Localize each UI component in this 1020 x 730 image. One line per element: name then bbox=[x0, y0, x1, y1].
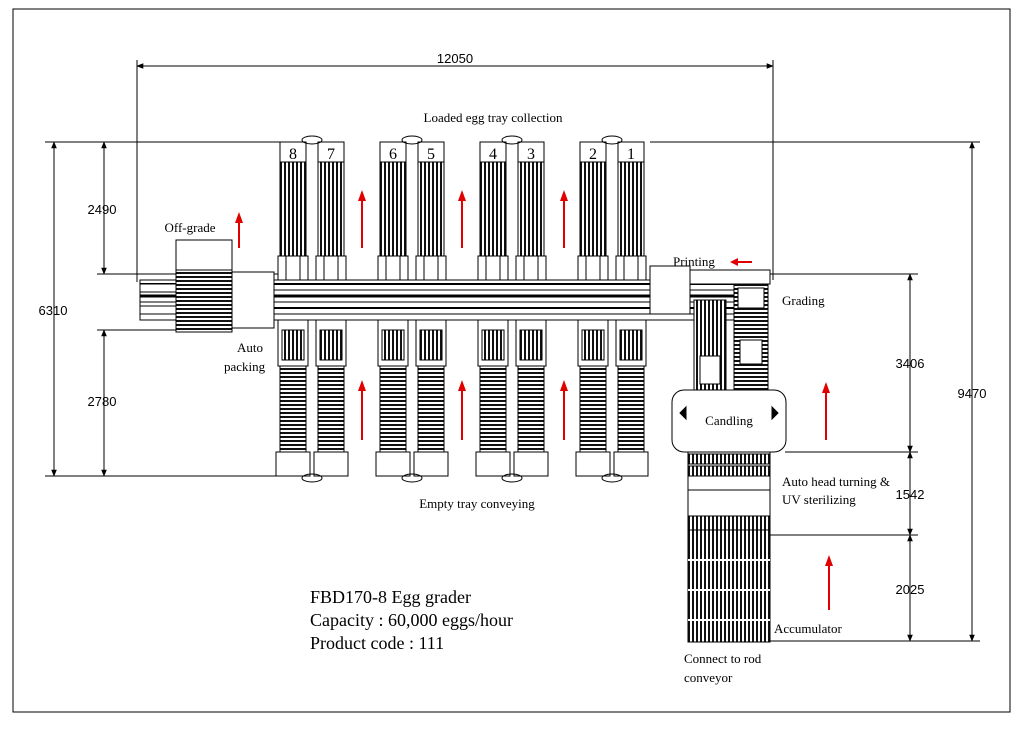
dimension-lines bbox=[45, 60, 980, 642]
info-model: FBD170-8 Egg grader bbox=[310, 587, 471, 607]
lane-number: 3 bbox=[527, 146, 535, 163]
label-printing: Printing bbox=[673, 254, 715, 269]
packing-lane: 4 bbox=[475, 141, 511, 477]
label-auto-packing-2: packing bbox=[224, 359, 266, 374]
packing-lane: 2 bbox=[575, 141, 611, 477]
dim-right-total: 9470 bbox=[958, 386, 987, 401]
uv-sterilizing-unit bbox=[687, 451, 771, 531]
packing-lane: 1 bbox=[613, 141, 649, 477]
lane-pair-roller bbox=[301, 473, 323, 483]
packing-lane: 5 bbox=[413, 141, 449, 477]
flow-arrow bbox=[358, 190, 366, 248]
dim-right-mid: 1542 bbox=[896, 487, 925, 502]
packing-lane: 6 bbox=[375, 141, 411, 477]
dim-left-top: 2490 bbox=[88, 202, 117, 217]
flow-arrow bbox=[458, 380, 466, 440]
lane-number: 8 bbox=[289, 146, 297, 163]
label-loaded-collection: Loaded egg tray collection bbox=[424, 110, 563, 125]
flow-arrow bbox=[358, 380, 366, 440]
flow-arrow bbox=[560, 380, 568, 440]
label-empty-tray: Empty tray conveying bbox=[419, 496, 535, 511]
flow-arrow bbox=[825, 555, 833, 610]
flow-arrow bbox=[235, 212, 243, 248]
lane-number: 2 bbox=[589, 146, 597, 163]
flow-arrows bbox=[235, 190, 833, 610]
label-off-grade: Off-grade bbox=[164, 220, 215, 235]
accumulator-unit bbox=[687, 529, 771, 643]
flow-arrow bbox=[458, 190, 466, 248]
lane-pair-roller bbox=[401, 473, 423, 483]
packing-lane: 7 bbox=[313, 141, 349, 477]
label-auto-head-1: Auto head turning & bbox=[782, 474, 890, 489]
printing-arrow bbox=[730, 258, 752, 266]
lane-pair-roller bbox=[301, 135, 323, 145]
flow-arrow bbox=[822, 382, 830, 440]
dim-right-bottom: 2025 bbox=[896, 582, 925, 597]
label-auto-packing-1: Auto bbox=[237, 340, 263, 355]
label-grading: Grading bbox=[782, 293, 825, 308]
label-candling: Candling bbox=[705, 413, 753, 428]
flow-arrow bbox=[560, 190, 568, 248]
info-product-code: Product code : 111 bbox=[310, 633, 444, 653]
info-capacity: Capacity : 60,000 eggs/hour bbox=[310, 610, 513, 630]
lane-number: 5 bbox=[427, 146, 435, 163]
lane-pair-roller bbox=[501, 473, 523, 483]
label-connect-1: Connect to rod bbox=[684, 651, 762, 666]
dim-left-total: 6310 bbox=[39, 303, 68, 318]
grading-module bbox=[693, 283, 769, 391]
label-connect-2: conveyor bbox=[684, 670, 733, 685]
packing-lane: 3 bbox=[513, 141, 549, 477]
label-auto-head-2: UV sterilizing bbox=[782, 492, 856, 507]
off-grade-station bbox=[175, 239, 233, 333]
dim-right-top: 3406 bbox=[896, 356, 925, 371]
lane-number: 6 bbox=[389, 146, 397, 163]
lane-pair-roller bbox=[401, 135, 423, 145]
lane-number: 1 bbox=[627, 146, 635, 163]
lane-number: 4 bbox=[489, 146, 497, 163]
label-accumulator: Accumulator bbox=[774, 621, 843, 636]
lane-pair-roller bbox=[601, 135, 623, 145]
packing-lanes: 8 7 6 5 4 3 2 1 bbox=[275, 135, 649, 483]
packing-lane: 8 bbox=[275, 141, 311, 477]
drawing-border bbox=[12, 8, 1011, 713]
dim-overall-width: 12050 bbox=[437, 51, 473, 66]
main-conveyor bbox=[139, 265, 771, 329]
lane-number: 7 bbox=[327, 146, 335, 163]
dim-left-bottom: 2780 bbox=[88, 394, 117, 409]
lane-pair-roller bbox=[501, 135, 523, 145]
lane-pair-roller bbox=[601, 473, 623, 483]
